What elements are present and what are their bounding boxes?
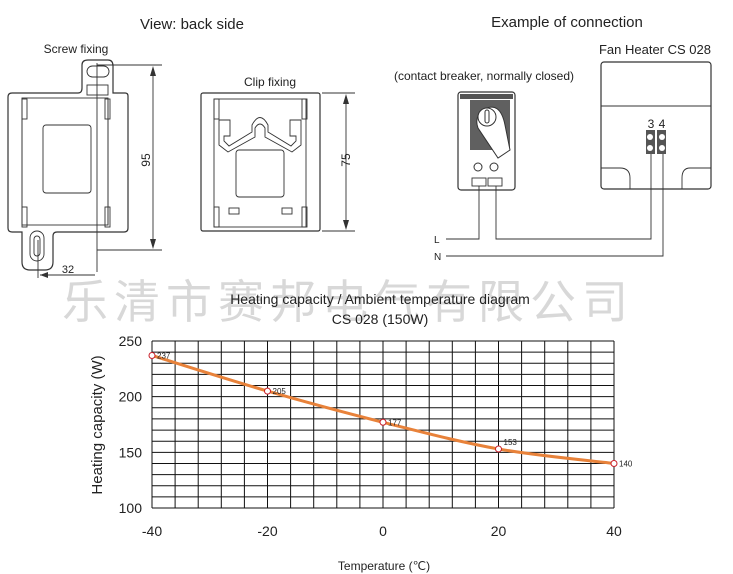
fan-heater-label: Fan Heater CS 028 (599, 42, 711, 57)
dim-95: 95 (139, 153, 153, 167)
thermostat-device (457, 91, 516, 191)
mounting-title: View: back side (140, 16, 244, 33)
x-tick-label: 40 (606, 523, 622, 539)
data-point (264, 387, 271, 395)
clip-fixing-label: Clip fixing (244, 75, 296, 89)
x-axis-label: Temperature (℃) (338, 559, 430, 573)
data-label: 140 (619, 459, 633, 468)
chart-title: Heating capacity / Ambient temperature d… (230, 291, 530, 307)
x-tick-label: -20 (257, 523, 277, 539)
data-point (148, 351, 156, 359)
heating-capacity-chart: Heating capacity / Ambient temperature d… (89, 291, 633, 573)
x-tick-label: 20 (491, 523, 507, 539)
connection-title: Example of connection (491, 14, 643, 31)
x-tick-label: -40 (142, 523, 162, 539)
watermark: 乐清市赛邦电气有限公司 (62, 275, 634, 329)
screw-fixing-plate (7, 59, 129, 271)
chart-subtitle: CS 028 (150W) (332, 311, 428, 327)
x-tick-label: 0 (379, 523, 387, 539)
terminal-3-label: 3 (648, 117, 655, 131)
y-tick-label: 200 (119, 389, 143, 405)
connection-diagram: Example of connection Fan Heater CS 028 … (394, 14, 712, 263)
breaker-label: (contact breaker, normally closed) (394, 69, 574, 83)
screw-fixing-label: Screw fixing (44, 42, 109, 56)
fan-heater-device: 3 4 (600, 61, 712, 190)
data-label: 177 (388, 418, 402, 427)
dim-32: 32 (62, 264, 74, 276)
dim-75: 75 (339, 153, 353, 167)
line-N-label: N (434, 252, 441, 263)
y-axis-label: Heating capacity (W) (89, 355, 106, 494)
chart-grid (151, 340, 615, 509)
mounting-diagram: View: back side Screw fixing Clip fixing… (7, 16, 355, 278)
clip-fixing-plate (200, 92, 321, 232)
y-tick-label: 100 (119, 500, 143, 516)
data-point (610, 459, 618, 467)
data-point (495, 445, 502, 453)
y-tick-label: 150 (119, 444, 143, 460)
terminal-4-label: 4 (659, 117, 666, 131)
data-label: 237 (157, 351, 171, 360)
y-tick-label: 250 (119, 333, 143, 349)
data-label: 153 (504, 438, 518, 447)
line-L-label: L (434, 235, 440, 246)
data-label: 205 (273, 387, 287, 396)
data-point (379, 418, 387, 426)
